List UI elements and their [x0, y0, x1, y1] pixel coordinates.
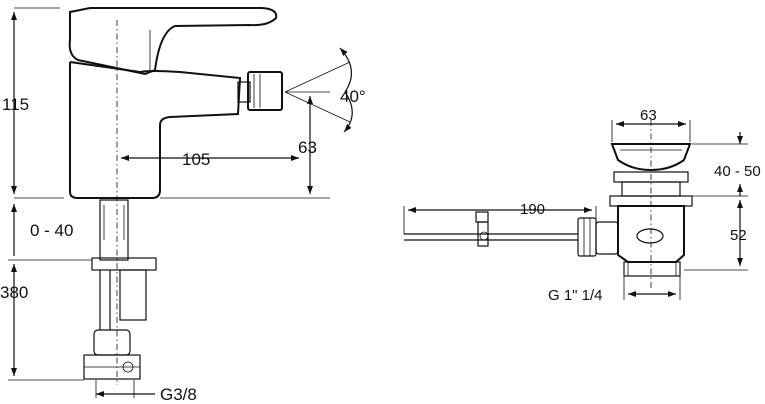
waste-drawing: 63 40 - 50 52 190 G 1" 1/4 [403, 107, 761, 304]
dim-connection-thread: G3/8 [160, 385, 197, 404]
lever-handle [68, 7, 278, 76]
dim-hose-length: 380 [0, 283, 28, 302]
spout-outlet [247, 71, 283, 111]
dim-waste-height: 52 [730, 227, 747, 244]
dim-waste-thread: G 1" 1/4 [548, 287, 603, 304]
dim-waste-diameter: 63 [640, 107, 657, 124]
dim-spout-reach: 105 [182, 150, 210, 169]
dim-rod-length: 190 [520, 201, 545, 218]
pull-rod [404, 233, 578, 241]
dim-height-travel: 0 - 40 [30, 221, 73, 240]
bidet-mixer-drawing: 115 0 - 40 380 105 63 40° G3/8 [0, 7, 366, 404]
dim-height-total: 115 [2, 95, 29, 114]
mixer-body [69, 61, 242, 199]
dim-swivel-angle: 40° [340, 87, 366, 106]
dim-waste-plug-range: 40 - 50 [714, 163, 761, 180]
dim-spout-height: 63 [298, 138, 317, 157]
